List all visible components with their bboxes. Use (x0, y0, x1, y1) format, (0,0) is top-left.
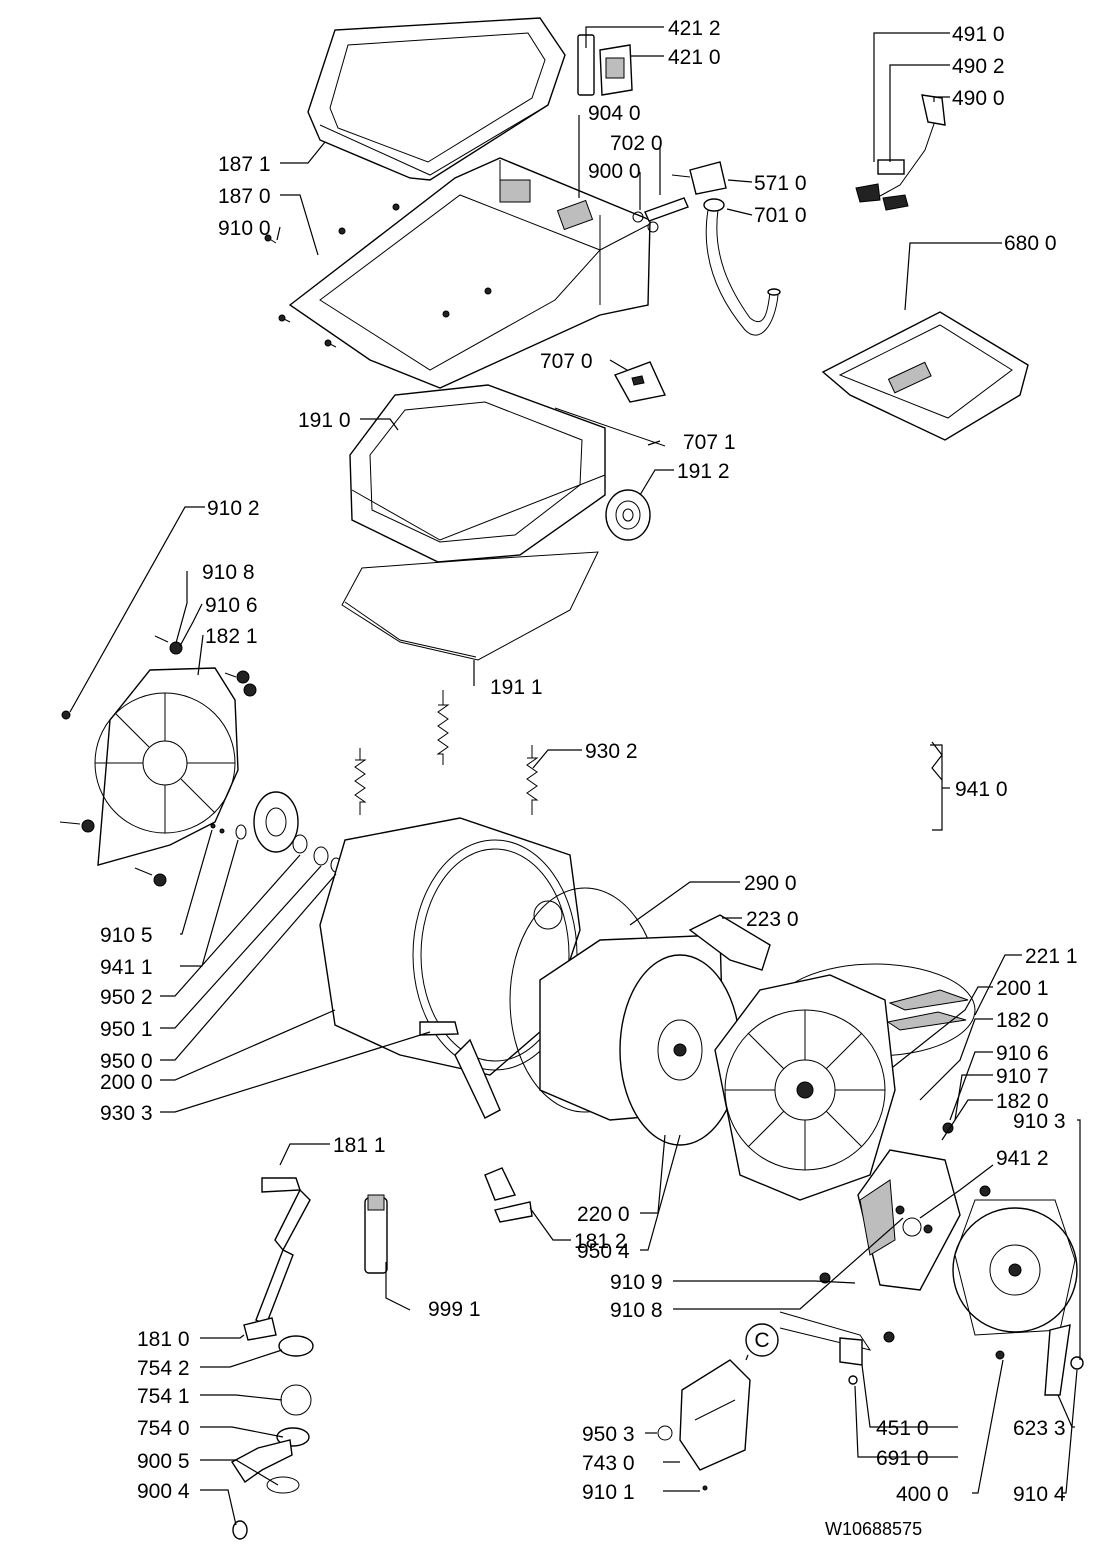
part-labels: 421 2 421 0 491 0 490 2 490 0 904 0 702 … (100, 17, 1078, 1506)
label-220-0: 220 0 (577, 1203, 630, 1226)
label-950-2: 950 2 (100, 986, 153, 1009)
lid-frame-part (307, 17, 566, 181)
label-900-5: 900 5 (137, 1450, 190, 1473)
label-910-3: 910 3 (1013, 1110, 1066, 1133)
label-707-0: 707 0 (540, 350, 593, 373)
label-950-0: 950 0 (100, 1050, 153, 1073)
label-191-2: 191 2 (677, 460, 730, 483)
label-490-2: 490 2 (952, 55, 1005, 78)
callout-c-label: C (754, 1329, 769, 1352)
rear-tank-cover-part (94, 667, 239, 866)
label-701-0: 701 0 (754, 204, 807, 227)
label-910-6b: 910 6 (996, 1042, 1049, 1065)
label-451-0: 451 0 (876, 1417, 929, 1440)
rod-707-1-part (554, 407, 666, 447)
label-290-0: 290 0 (744, 872, 797, 895)
label-182-1: 182 1 (205, 625, 258, 648)
door-lock-part (577, 34, 633, 96)
label-900-4: 900 4 (137, 1480, 190, 1503)
label-400-0: 400 0 (896, 1483, 949, 1506)
label-754-2: 754 2 (137, 1357, 190, 1380)
label-950-1: 950 1 (100, 1018, 153, 1041)
label-941-0: 941 0 (955, 778, 1008, 801)
label-691-0: 691 0 (876, 1447, 929, 1470)
lifter-223-0-part (688, 914, 771, 971)
label-930-3: 930 3 (100, 1102, 153, 1125)
label-702-0: 702 0 (610, 132, 663, 155)
label-491-0: 491 0 (952, 23, 1005, 46)
gasket-191-1-part (341, 551, 599, 661)
heater-part (779, 1311, 872, 1385)
label-181-0: 181 0 (137, 1328, 190, 1351)
power-cord-part (855, 94, 946, 211)
bearing-holder-plate-part (857, 1149, 961, 1291)
label-623-3: 623 3 (1013, 1417, 1066, 1440)
label-941-2: 941 2 (996, 1147, 1049, 1170)
drain-filter-set-part (230, 1335, 314, 1540)
label-421-0: 421 0 (668, 46, 721, 69)
bearing-flange-left-part (210, 791, 342, 873)
screw-group-910-0 (264, 203, 492, 348)
top-console-part (288, 157, 651, 389)
drum-part (539, 934, 741, 1146)
part-999-1 (364, 1194, 388, 1274)
label-200-1: 200 1 (996, 977, 1049, 1000)
shock-absorber-left-part (243, 1177, 311, 1341)
label-950-4: 950 4 (577, 1240, 630, 1263)
label-910-6a: 910 6 (205, 594, 258, 617)
sensor-623-3-part (1044, 1324, 1071, 1396)
label-181-1: 181 1 (333, 1134, 386, 1157)
water-valve-part (671, 161, 781, 336)
dispenser-drawer-part (821, 311, 1029, 441)
drain-pump-part (657, 1359, 751, 1491)
label-941-1: 941 1 (100, 956, 153, 979)
label-999-1: 999 1 (428, 1298, 481, 1321)
label-910-8a: 910 8 (202, 561, 255, 584)
label-191-1: 191 1 (490, 676, 543, 699)
label-910-7: 910 7 (996, 1065, 1049, 1088)
label-181-2: 181 2 (574, 1230, 627, 1253)
label-221-1: 221 1 (1025, 945, 1078, 968)
label-910-0: 910 0 (218, 217, 271, 240)
label-182-0b: 182 0 (996, 1090, 1049, 1113)
label-910-9: 910 9 (610, 1271, 663, 1294)
label-421-2: 421 2 (668, 17, 721, 40)
label-754-0: 754 0 (137, 1417, 190, 1440)
motor-cover-part (952, 1199, 1078, 1336)
label-910-8b: 910 8 (610, 1299, 663, 1322)
label-182-0a: 182 0 (996, 1009, 1049, 1032)
label-910-5: 910 5 (100, 924, 153, 947)
document-code: W10688575 (825, 1519, 922, 1539)
label-223-0: 223 0 (746, 908, 799, 931)
bracket-707-part (613, 361, 667, 403)
hose-fitting-part (632, 197, 689, 233)
damper-mount-group-left (59, 635, 257, 887)
label-754-1: 754 1 (137, 1385, 190, 1408)
tub-ring-part (349, 384, 606, 563)
tub-rear-half-part (714, 974, 896, 1201)
callout-c: C (745, 1323, 779, 1357)
label-950-3: 950 3 (582, 1423, 635, 1446)
label-200-0: 200 0 (100, 1071, 153, 1094)
label-930-2: 930 2 (585, 740, 638, 763)
label-490-0: 490 0 (952, 87, 1005, 110)
ring-191-2-part (605, 489, 651, 541)
label-900-0: 900 0 (588, 160, 641, 183)
label-187-0: 187 0 (218, 185, 271, 208)
label-910-2: 910 2 (207, 497, 260, 520)
label-571-0: 571 0 (754, 172, 807, 195)
leader-lines (69, 26, 1081, 1526)
label-707-1: 707 1 (683, 431, 736, 454)
label-187-1: 187 1 (218, 153, 271, 176)
label-904-0: 904 0 (588, 102, 641, 125)
label-910-1: 910 1 (582, 1481, 635, 1504)
shock-absorber-right-part (419, 1021, 533, 1223)
label-743-0: 743 0 (582, 1452, 635, 1475)
label-680-0: 680 0 (1004, 232, 1057, 255)
label-910-4: 910 4 (1013, 1483, 1066, 1506)
label-191-0: 191 0 (298, 409, 351, 432)
